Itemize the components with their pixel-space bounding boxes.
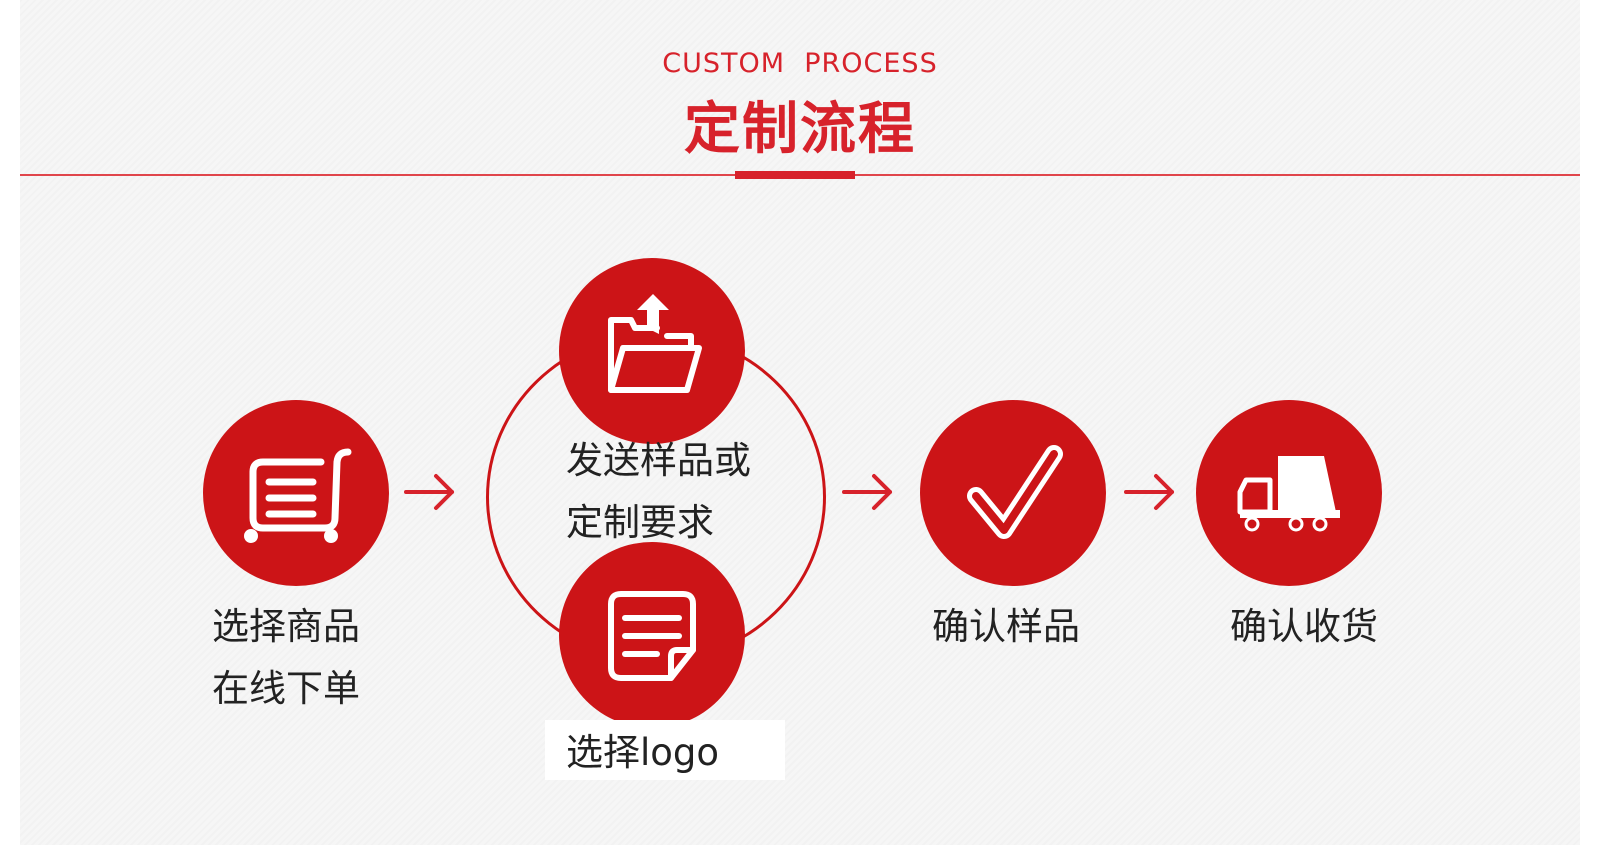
right-arrow-icon: [1124, 474, 1174, 510]
folder-upload-icon: [608, 294, 702, 393]
step-circle-confirm-sample: [920, 400, 1106, 586]
step-label-send-sample: 发送样品或 定制要求: [566, 430, 751, 554]
step-circle-select-logo: [559, 542, 745, 728]
step-label-confirm-receipt: 确认收货: [1230, 596, 1378, 658]
document-icon: [608, 591, 696, 681]
right-arrow-icon: [404, 474, 454, 510]
step-label-line2: 在线下单: [212, 667, 360, 710]
step-label-line2: 定制要求: [566, 501, 714, 544]
label-backdrop: [545, 720, 785, 780]
step-label-select-logo: 选择logo: [566, 722, 719, 784]
step-label-line1: 确认样品: [932, 605, 1080, 648]
checkmark-icon: [967, 445, 1063, 539]
right-arrow-icon: [842, 474, 892, 510]
step-label-confirm-sample: 确认样品: [932, 596, 1080, 658]
section-title-en: CUSTOM PROCESS: [662, 48, 938, 79]
divider-accent: [735, 171, 855, 179]
section-title-cn: 定制流程: [684, 97, 916, 162]
step-label-line1: 确认收货: [1230, 605, 1378, 648]
step-label-line1: 选择logo: [566, 731, 720, 774]
step-label-line1: 选择商品: [212, 605, 360, 648]
shopping-cart-icon: [244, 448, 352, 543]
step-circle-select-product: [203, 400, 389, 586]
step-circle-confirm-receipt: [1196, 400, 1382, 586]
step-label-line1: 发送样品或: [566, 439, 751, 482]
step-label-select-product: 选择商品 在线下单: [212, 596, 360, 720]
delivery-truck-icon: [1237, 456, 1340, 532]
step-circle-send-sample: [559, 258, 745, 444]
